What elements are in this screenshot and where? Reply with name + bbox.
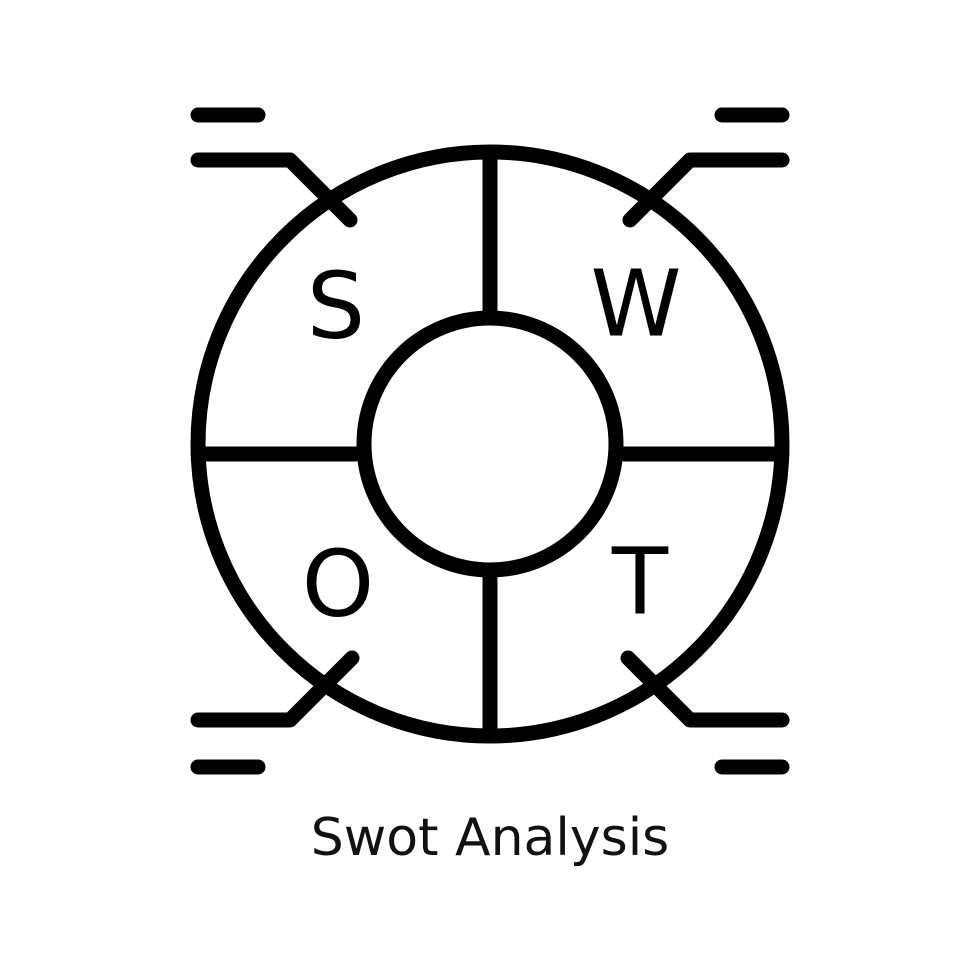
letter-w: W — [591, 250, 682, 357]
letter-s: S — [307, 252, 365, 359]
connector-bottom-right — [620, 650, 790, 728]
letter-t: T — [611, 528, 669, 635]
inner-circle — [356, 310, 624, 578]
connector-top-right — [622, 152, 790, 228]
icon-caption: Swot Analysis — [310, 808, 670, 868]
connector-top-left — [190, 152, 358, 228]
connector-bottom-left — [190, 650, 360, 728]
letter-o: O — [302, 530, 374, 637]
